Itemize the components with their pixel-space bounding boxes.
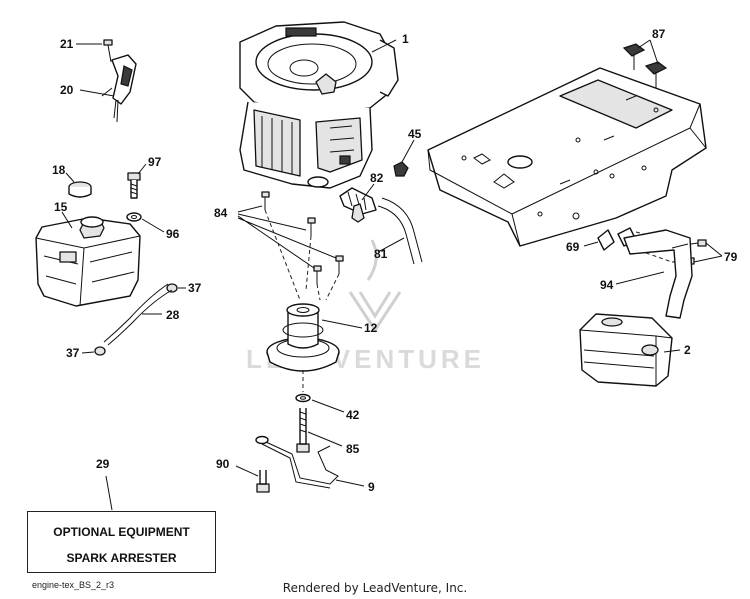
bolt-87-b: [644, 61, 668, 88]
fuel-fitting-part: [339, 187, 377, 223]
callout-97: 97: [148, 155, 162, 169]
pulley-part: [266, 303, 340, 372]
callout-94: 94: [600, 278, 614, 292]
chassis-frame-part: [427, 67, 707, 247]
callout-37-lower: 37: [66, 346, 80, 360]
diagram-reference: engine-tex_BS_2_r3: [32, 580, 115, 590]
optional-equipment-label: OPTIONAL EQUIPMENT: [53, 525, 190, 539]
fuel-line-part: [103, 283, 173, 346]
engine-part: [239, 21, 399, 189]
fuel-hose-part: [377, 197, 423, 265]
bolt-87-a: [622, 43, 646, 70]
clamp-37-lower: [94, 346, 106, 356]
throttle-bracket-part: [101, 39, 137, 123]
bolt-84-a: [261, 191, 270, 210]
callout-21: 21: [60, 37, 74, 51]
clamp-37-upper: [166, 283, 178, 293]
callout-82: 82: [370, 171, 384, 185]
callout-9: 9: [368, 480, 375, 494]
washer-96-part: [126, 212, 142, 222]
callout-87: 87: [652, 27, 666, 41]
optional-equipment-box: OPTIONAL EQUIPMENT SPARK ARRESTER: [27, 511, 216, 573]
callout-84: 84: [214, 206, 228, 220]
callout-45: 45: [408, 127, 422, 141]
bolt-84-c: [335, 255, 344, 274]
bolt-90-part: [256, 470, 270, 493]
nut-45-part: [393, 161, 409, 177]
callout-90: 90: [216, 457, 230, 471]
callout-15: 15: [54, 200, 68, 214]
callout-69: 69: [566, 240, 580, 254]
callout-37-upper: 37: [188, 281, 202, 295]
callout-12: 12: [364, 321, 378, 335]
spark-arrester-label: SPARK ARRESTER: [66, 551, 177, 565]
callout-81: 81: [374, 247, 388, 261]
callout-20: 20: [60, 83, 74, 97]
fuel-tank-part: [35, 216, 141, 307]
bolt-97-part: [127, 172, 141, 199]
callout-85: 85: [346, 442, 360, 456]
washer-42-part: [295, 393, 311, 403]
callout-2: 2: [684, 343, 691, 357]
bolt-84-b: [307, 217, 316, 236]
muffler-part: [579, 313, 673, 387]
bolt-84-d: [313, 265, 322, 284]
fuel-cap-part: [68, 181, 92, 198]
callout-29: 29: [96, 457, 110, 471]
callout-28: 28: [166, 308, 180, 322]
callout-1: 1: [402, 32, 409, 46]
exhaust-pipe-part: [623, 229, 693, 319]
callout-18: 18: [52, 163, 66, 177]
callout-96: 96: [166, 227, 180, 241]
render-credit: Rendered by LeadVenture, Inc.: [282, 581, 468, 595]
bracket-9-part: [255, 435, 339, 489]
bolt-85-part: [296, 408, 310, 453]
callout-79: 79: [724, 250, 738, 264]
callout-42: 42: [346, 408, 360, 422]
